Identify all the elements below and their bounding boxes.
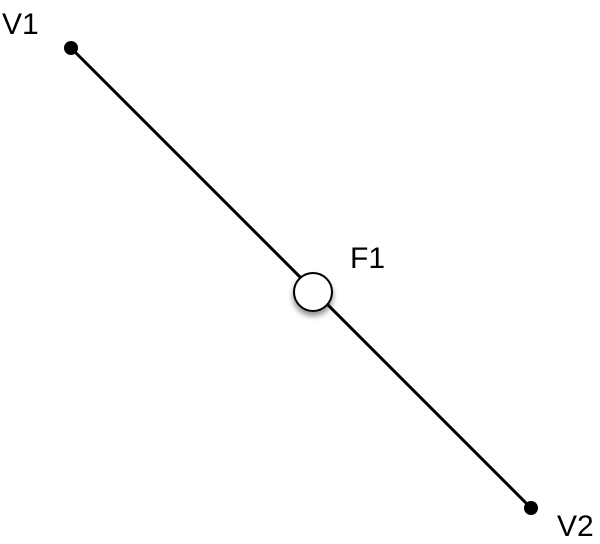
vertex-v1-dot (64, 41, 78, 55)
vertex-v2-label: V2 (557, 510, 594, 543)
vertex-v2-dot (524, 501, 538, 515)
vertex-v1-label: V1 (2, 8, 39, 41)
face-f1-label: F1 (350, 242, 385, 275)
face-f1-node (293, 272, 333, 312)
